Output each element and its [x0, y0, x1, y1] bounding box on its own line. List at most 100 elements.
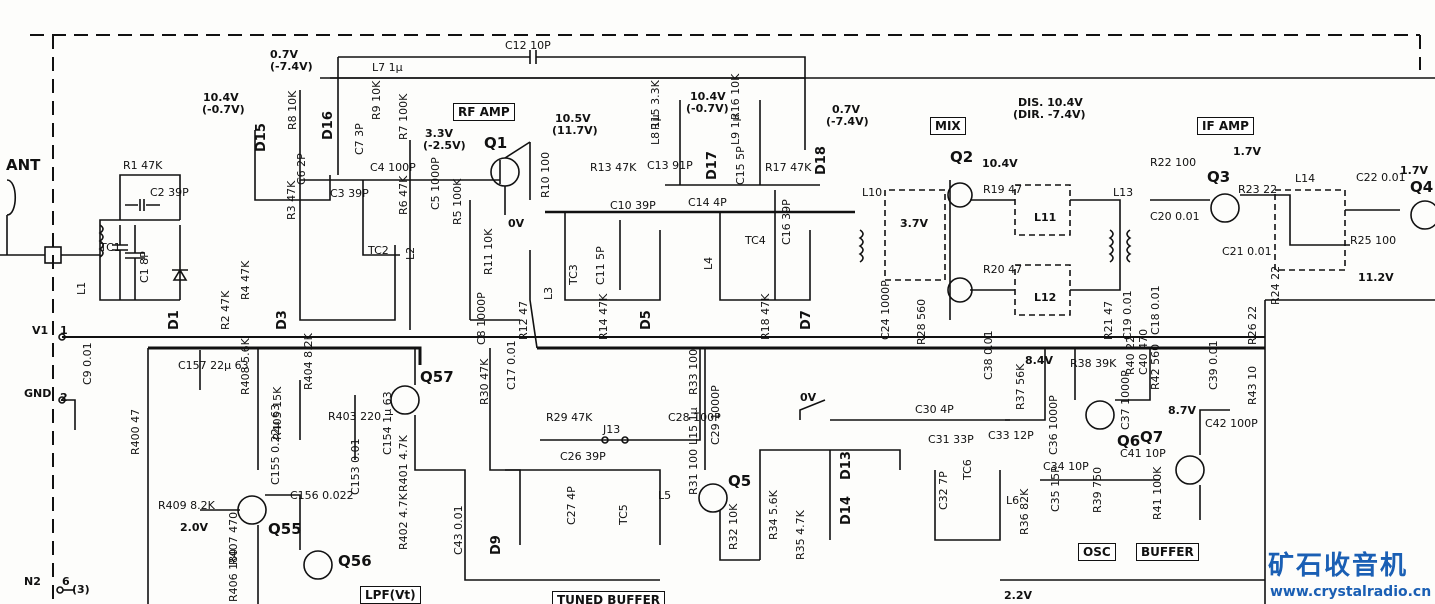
v-d17-top-dis: (-0.7V): [686, 102, 729, 115]
tc4-label: TC4: [745, 234, 766, 247]
stage-label-buffer: BUFFER: [1136, 543, 1199, 561]
tc6-label: TC6: [961, 459, 974, 480]
c157-label: C157 22μ 63: [178, 359, 249, 372]
r28-label: R28 560: [915, 298, 928, 345]
d16-label: D16: [321, 111, 336, 140]
l10-label: L10: [862, 186, 883, 199]
r14-label: R14 47K: [597, 293, 610, 340]
c41-label: C41 10P: [1120, 447, 1166, 460]
d17-label: D17: [705, 151, 720, 180]
r37-label: R37 56K: [1014, 363, 1027, 410]
v-d17-top: 10.4V: [690, 90, 726, 103]
q4-label: Q4: [1410, 178, 1434, 196]
r6-label: R6 47K: [397, 175, 410, 215]
tc3-label: TC3: [567, 264, 580, 285]
l11-label: L11: [1034, 211, 1057, 224]
v-d18-top-dis: (-7.4V): [826, 115, 869, 128]
r22-label: R22 100: [1150, 156, 1197, 169]
r21-label: R21 47: [1102, 300, 1115, 340]
d13-label: D13: [839, 451, 854, 480]
v-q6: 8.4V: [1025, 354, 1053, 367]
port-n2-pin: 6: [62, 575, 70, 588]
r408-label: R408 5.6K: [239, 338, 252, 395]
c15-label: C15 5P: [734, 146, 747, 185]
q56-label: Q56: [338, 552, 372, 570]
r16-label: R16 10K: [729, 73, 742, 120]
r10-label: R10 100: [539, 151, 552, 198]
r401-label: R401 4.7K: [397, 435, 410, 492]
c27-label: C27 4P: [565, 486, 578, 525]
r30-label: R30 47K: [478, 358, 491, 405]
port-gnd: GND: [24, 387, 52, 400]
c43-label: C43 0.01: [452, 505, 465, 555]
v-d16-top-dis: (-7.4V): [270, 60, 313, 73]
stage-label-tuned-buffer: TUNED BUFFER: [552, 591, 666, 604]
v-dis-note: DIS. 10.4V: [1018, 96, 1083, 109]
r35-label: R35 4.7K: [794, 510, 807, 560]
v-mix-bias: 3.7V: [900, 217, 928, 230]
v-d16-top: 0.7V: [270, 48, 298, 61]
stage-label-rf-amp: RF AMP: [453, 103, 515, 121]
tc2-label: TC2: [368, 244, 389, 257]
v-rail-11v: 11.2V: [1358, 271, 1394, 284]
r4-label: R4 47K: [239, 260, 252, 300]
d7-label: D7: [799, 310, 814, 330]
l3-label: L3: [542, 286, 555, 300]
c9-label: C9 0.01: [81, 342, 94, 385]
l12-label: L12: [1034, 291, 1057, 304]
c12-label: C12 10P: [505, 39, 551, 52]
stage-label-lpf: LPF(Vt): [360, 586, 421, 604]
l13-label: L13: [1113, 186, 1134, 199]
l15-label: L15 1μ: [687, 407, 700, 445]
r13-label: R13 47K: [590, 161, 637, 174]
v-q7: 8.7V: [1168, 404, 1196, 417]
c26-label: C26 39P: [560, 450, 606, 463]
v-bottom: 2.2V: [1004, 589, 1032, 602]
c13-label: C13 91P: [647, 159, 693, 172]
v-d15-top-dis: (-0.7V): [202, 103, 245, 116]
v-q2: 10.4V: [982, 157, 1018, 170]
d15-label: D15: [254, 123, 269, 152]
q2-label: Q2: [950, 148, 974, 166]
r400-label: R400 47: [129, 408, 142, 455]
v-q4: 1.7V: [1400, 164, 1428, 177]
l7-label: L7 1μ: [372, 61, 403, 74]
r23-label: R23 22: [1238, 183, 1278, 196]
r11-label: R11 10K: [482, 228, 495, 275]
r39-label: R39 750: [1091, 466, 1104, 513]
r406-label: R406 180: [227, 548, 240, 602]
q3-label: Q3: [1207, 168, 1231, 186]
r43-label: R43 10: [1246, 365, 1259, 405]
c10-label: C10 39P: [610, 199, 656, 212]
c16-label: C16 39P: [780, 199, 793, 245]
r12-label: R12 47: [517, 300, 530, 340]
c39-label: C39 0.01: [1207, 340, 1220, 390]
r3-label: R3 47K: [285, 180, 298, 220]
v-q1-drain-dis: (11.7V): [552, 124, 598, 137]
port-gnd-pin: 2: [60, 391, 68, 404]
c36-label: C36 1000P: [1047, 395, 1060, 455]
r25-label: R25 100: [1350, 234, 1397, 247]
port-v1: V1: [32, 324, 49, 337]
r26-label: R26 22: [1246, 305, 1259, 345]
r20-label: R20 47: [983, 263, 1023, 276]
r32-label: R32 10K: [727, 503, 740, 550]
q57-label: Q57: [420, 368, 454, 386]
d1-label: D1: [167, 310, 182, 330]
r29-label: R29 47K: [546, 411, 593, 424]
c18-label: C18 0.01: [1149, 285, 1162, 335]
watermark-cn: 矿石收音机: [1268, 551, 1409, 581]
l8-label: L8 1μ: [649, 114, 662, 145]
c1-label: C1 8P: [138, 251, 151, 283]
tc5-label: TC5: [617, 504, 630, 525]
c5-label: C5 1000P: [429, 157, 442, 210]
c38-label: C38 0.01: [982, 330, 995, 380]
r18-label: R18 47K: [759, 293, 772, 340]
r404-label: R404 8.2K: [302, 333, 315, 390]
j13-label: J13: [603, 423, 621, 436]
c31-label: C31 33P: [928, 433, 974, 446]
r19-label: R19 47: [983, 183, 1023, 196]
v-q1-gate: 3.3V: [425, 127, 453, 140]
q5-label: Q5: [728, 472, 752, 490]
